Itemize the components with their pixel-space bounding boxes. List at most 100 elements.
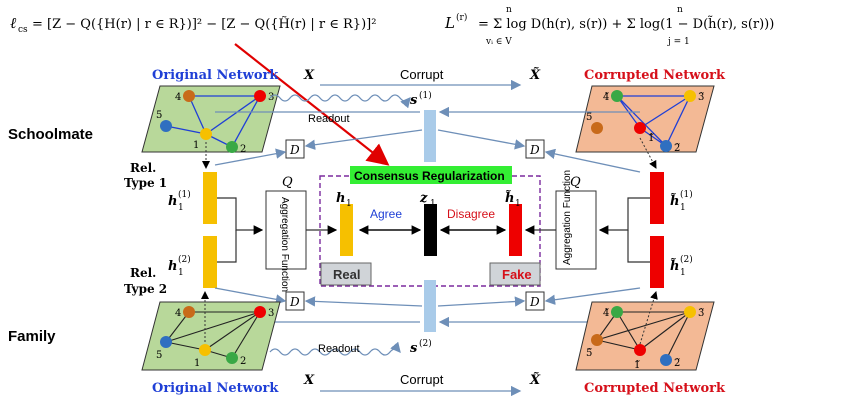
node-circle [591, 334, 603, 346]
top-readout-label: Readout [308, 113, 350, 125]
top-corr-node-dashed-arrow [639, 137, 657, 169]
bottom-summary-bar [424, 280, 436, 332]
node-label: 5̃ [586, 112, 592, 123]
h-real-bar [340, 204, 353, 256]
cs-rhs: = [Z − Q({H(r) | r ∈ R})]² − [Z − Q({H̃(… [32, 16, 376, 32]
ht1-rel1-bar [650, 172, 664, 224]
z-label: z [419, 191, 428, 206]
node-circle [183, 306, 195, 318]
left-agg-bracket [217, 197, 264, 235]
right-aggregation-label: Aggregation Function [562, 170, 573, 265]
node-circle [254, 306, 266, 318]
node-circle [200, 128, 212, 140]
bottom-left-d: D [289, 295, 300, 309]
top-xt-label: X̃ [529, 67, 541, 83]
bottom-original-plane [141, 301, 281, 371]
node-label: 2̃ [674, 358, 680, 369]
bottom-summary-right-d-arrow [437, 296, 526, 307]
top-x-label: X [303, 68, 315, 83]
fake-box [489, 262, 541, 286]
node-circle [684, 90, 696, 102]
bottom-corrupted-title: Corrupted Network [584, 381, 726, 396]
h1-rel1-sup: (1) [178, 189, 191, 200]
rel2-line1: Rel. [130, 266, 156, 280]
cs-lhs: ℓ [10, 14, 16, 32]
top-corrupted-title: Corrupted Network [584, 68, 726, 83]
loss-equation: L (r) = Σ log D(h(r), s(r)) + Σ log(1 − … [444, 5, 774, 47]
h-fake-bar [509, 204, 522, 256]
sum1-top: n [506, 5, 512, 15]
node-circle [684, 306, 696, 318]
node-label: 4̃ [603, 92, 609, 103]
consensus-band [350, 166, 512, 184]
bottom-x-label: X [303, 373, 315, 388]
node-circle [183, 90, 195, 102]
bottom-summary-sup: (2) [419, 338, 432, 349]
node-circle [634, 122, 646, 134]
consensus-equation: ℓ cs = [Z − Q({H(r) | r ∈ R})]² − [Z − Q… [10, 14, 376, 35]
left-agg-bracket-lower [217, 230, 237, 263]
top-summary-bar [424, 110, 436, 162]
node-label: 4̃ [603, 308, 609, 319]
left-aggregation-label: Aggregation Function [279, 197, 290, 292]
sum1-bottom: vᵢ ∈ V [485, 37, 512, 47]
top-right-d: D [529, 143, 540, 157]
ht1-rel1-sup: (1) [680, 189, 693, 200]
h1-rel1-sub: 1 [178, 203, 184, 213]
node-label: 2 [240, 144, 246, 155]
rel1-line1: Rel. [130, 161, 156, 175]
node-circle [254, 90, 266, 102]
node-label: 1 [194, 358, 200, 369]
ht1-rel1-sub: 1 [680, 203, 686, 213]
loss-rhs: = Σ log D(h(r), s(r)) + Σ log(1 − D(h̃(r… [478, 15, 774, 32]
bottom-right-d-box [525, 291, 545, 311]
bottom-right-d: D [529, 295, 540, 309]
fake-label: Fake [502, 267, 532, 282]
q-left: Q [282, 175, 293, 190]
node-label: 4 [175, 308, 181, 319]
loss-lhs-sup: (r) [456, 12, 467, 23]
node-circle [160, 336, 172, 348]
h1-rel2-label: h [168, 259, 177, 274]
right-agg-bracket [598, 197, 650, 235]
node-label: 4 [175, 92, 181, 103]
node-label: 3̃ [698, 308, 704, 319]
node-label: 1 [193, 140, 199, 151]
bottom-summary-left-d-arrow [304, 296, 423, 307]
bottom-readout-label: Readout [318, 343, 360, 355]
top-corrupted-network: 4̃ 3̃ 5̃ 1̃ 2̃ [575, 85, 715, 154]
ht1-rel2-label: h̃ [670, 258, 679, 274]
right-agg-bracket-lower [627, 230, 650, 263]
node-label: 3 [268, 308, 274, 319]
h1-rel2-bar [203, 236, 217, 288]
top-summary-sup: (1) [419, 90, 432, 101]
top-original-plane [141, 85, 281, 153]
bottom-corrupted-network: 4̃ 3̃ 5̃ 1̃ 2̃ [575, 301, 715, 371]
h1-to-d-arrow [214, 148, 287, 166]
top-original-title: Original Network [152, 68, 279, 83]
bottom-readout-wave [269, 341, 401, 356]
top-readout-wave [269, 94, 411, 109]
rel2-line2: Type 2 [124, 282, 167, 296]
rel1-line2: Type 1 [124, 176, 167, 190]
node-circle [660, 354, 672, 366]
cs-lhs-sub: cs [18, 25, 28, 35]
family-label: Family [8, 328, 56, 345]
bottom-summary-label: s [410, 341, 418, 356]
h1-rel2-sub: 1 [178, 268, 184, 278]
node-label: 1̃ [634, 360, 640, 371]
node-label: 5 [156, 110, 162, 121]
node-circle [660, 140, 672, 152]
z-bar [424, 204, 437, 256]
real-label: Real [333, 267, 360, 282]
node-circle [160, 120, 172, 132]
bottom-corrupted-plane [575, 301, 715, 371]
ht1-rel2-sub: 1 [680, 268, 686, 278]
node-label: 2̃ [674, 143, 680, 154]
node-label: 2 [240, 356, 246, 367]
schoolmate-label: Schoolmate [8, 126, 93, 143]
ht2-to-d-arrow [544, 287, 641, 305]
h-real-label: h [336, 191, 345, 206]
node-circle [226, 352, 238, 364]
